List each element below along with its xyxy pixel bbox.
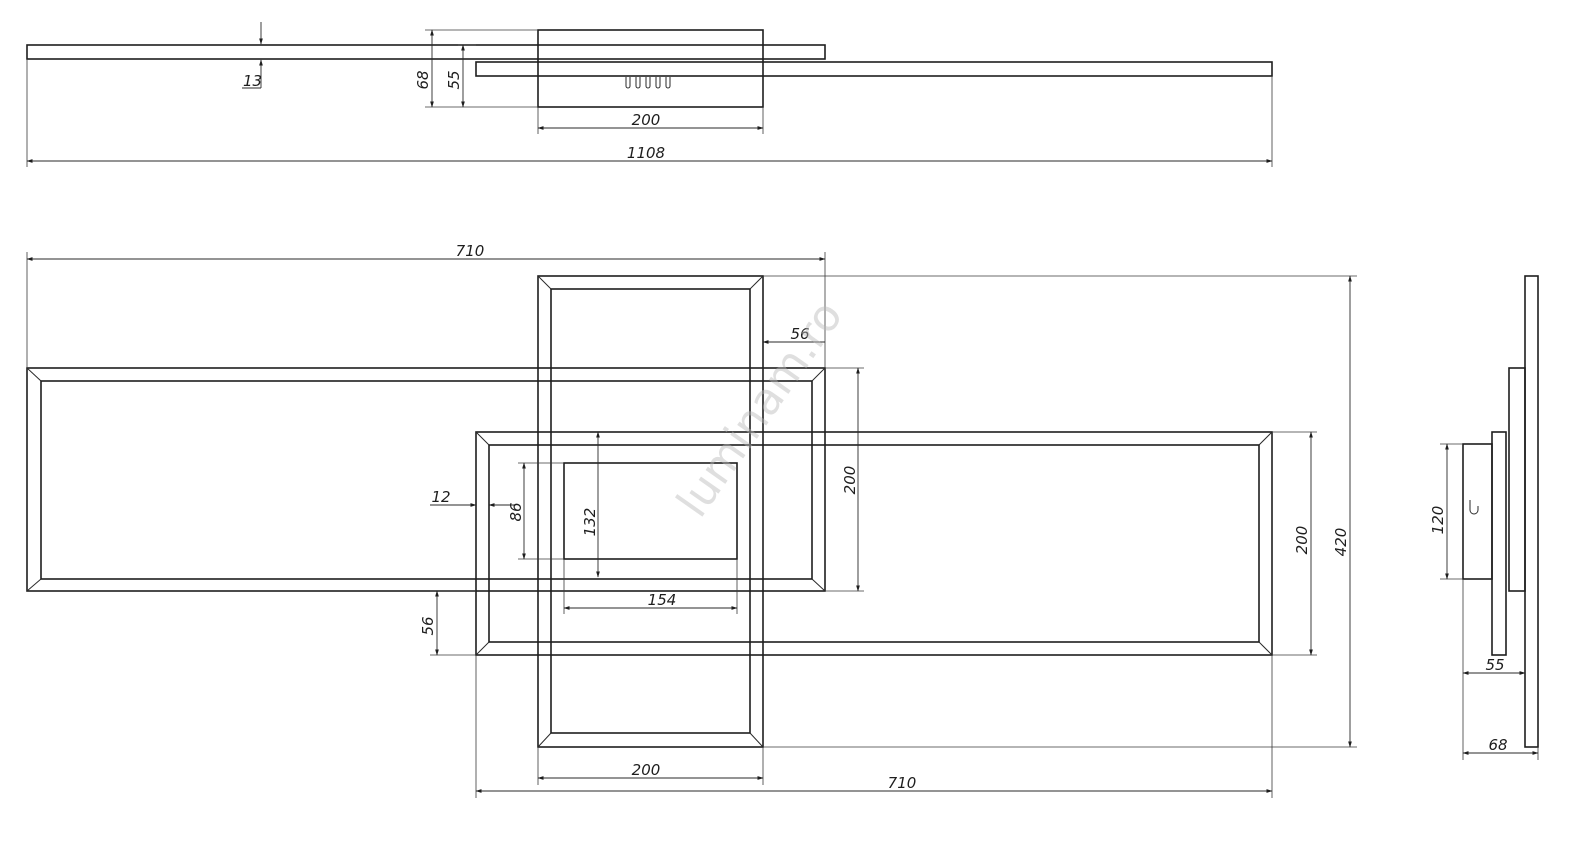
dim-total-height-label: 420 — [1332, 528, 1350, 557]
dim-overall-length-label: 1108 — [627, 144, 665, 162]
top-view: 13 68 55 200 1108 — [26, 22, 1273, 167]
top-upper-bar — [26, 44, 826, 60]
dim-canopy-width-label: 200 — [632, 111, 661, 129]
dim-depth-total-label: 68 — [1488, 736, 1507, 754]
side-hook — [1469, 500, 1479, 515]
dim-vertical-width-label: 200 — [632, 761, 661, 779]
top-led-terminals — [625, 77, 671, 89]
front-view: 710 56 12 86 132 154 200 200 420 — [26, 242, 1357, 798]
side-mount-bracket — [1462, 443, 1493, 580]
canopy-outline — [563, 462, 738, 560]
side-view: 120 55 68 — [1429, 275, 1539, 760]
dim-inner-86-label: 86 — [507, 502, 525, 521]
dim-thickness-label: 13 — [243, 72, 262, 90]
side-middle-panel — [1508, 367, 1526, 592]
dim-inner-132-label: 132 — [581, 508, 599, 537]
side-back-panel — [1524, 275, 1539, 748]
dim-frame-width-label: 12 — [431, 488, 450, 506]
lower-horizontal-frame — [475, 431, 1273, 656]
dim-upper-height-label: 200 — [841, 466, 859, 495]
dim-offset-label: 56 — [790, 325, 809, 343]
vertical-frame — [537, 275, 764, 748]
upper-horizontal-frame — [26, 367, 826, 592]
dim-lower-length-label: 710 — [888, 774, 917, 792]
dim-height-body-label: 55 — [445, 70, 463, 89]
dim-depth-body-label: 55 — [1485, 656, 1504, 674]
top-lower-bar — [475, 61, 1273, 77]
dim-height-total-label: 68 — [414, 70, 432, 89]
dim-lower-height-label: 200 — [1293, 526, 1311, 555]
dim-bottom-offset-label: 56 — [419, 616, 437, 635]
dim-mount-height-label: 120 — [1429, 506, 1447, 535]
dim-upper-length-label: 710 — [456, 242, 485, 260]
dim-inner-154-label: 154 — [648, 591, 677, 609]
top-canopy — [537, 29, 764, 108]
side-front-panel — [1491, 431, 1507, 656]
